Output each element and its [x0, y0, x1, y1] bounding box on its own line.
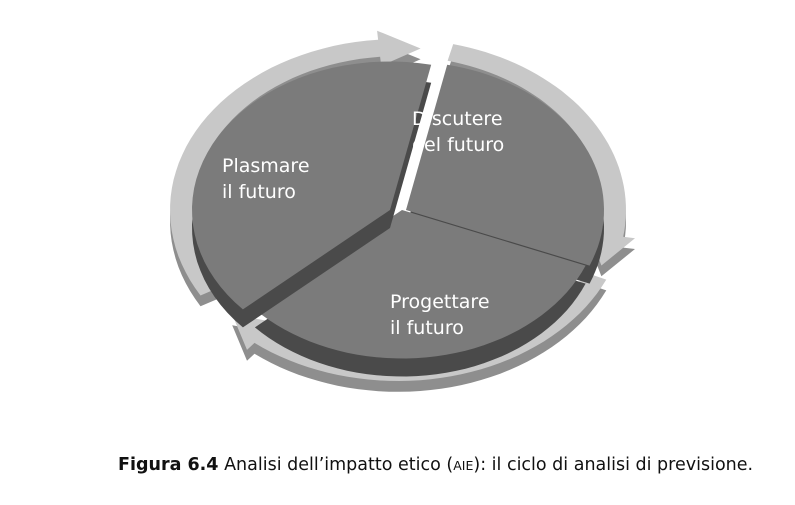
- segment-label-plasmare-line2: il futuro: [222, 181, 296, 203]
- segment-label-progettare-line1: Progettare: [390, 291, 490, 313]
- figure-caption: Figura 6.4 Analisi dell’impatto etico (A…: [118, 455, 753, 475]
- caption-text-after: ): il ciclo di analisi di previsione.: [473, 455, 754, 475]
- segment-label-discutere: Discutere del futuro: [412, 108, 509, 156]
- segment-label-discutere-line1: Discutere: [412, 108, 503, 130]
- caption-text-before: Analisi dell’impatto etico (: [224, 455, 454, 475]
- segment-label-progettare-line2: il futuro: [390, 317, 464, 339]
- arrow-progettare-to-plasmare: [232, 272, 607, 381]
- segment-label-discutere-line2: del futuro: [412, 134, 504, 156]
- arrow-plasmare-to-discutere: [170, 30, 421, 296]
- cycle-segments: [192, 61, 604, 377]
- segment-plasmare: [192, 61, 432, 310]
- segment-progettare: [254, 210, 586, 359]
- figure-number: Figura 6.4: [118, 455, 219, 475]
- segment-label-plasmare-line1: Plasmare: [222, 155, 310, 177]
- segment-label-progettare: Progettare il futuro: [390, 291, 496, 339]
- segment-label-plasmare: Plasmare il futuro: [222, 155, 316, 203]
- cycle-diagram: Discutere del futuro Progettare il futur…: [170, 30, 635, 392]
- arrow-discutere-to-progettare: [447, 44, 635, 266]
- segment-discutere: [406, 64, 604, 266]
- cycle-arrows: [170, 30, 635, 392]
- caption-acronym: AIE: [453, 458, 474, 473]
- arrow-progettare-to-plasmare-side: [232, 283, 607, 392]
